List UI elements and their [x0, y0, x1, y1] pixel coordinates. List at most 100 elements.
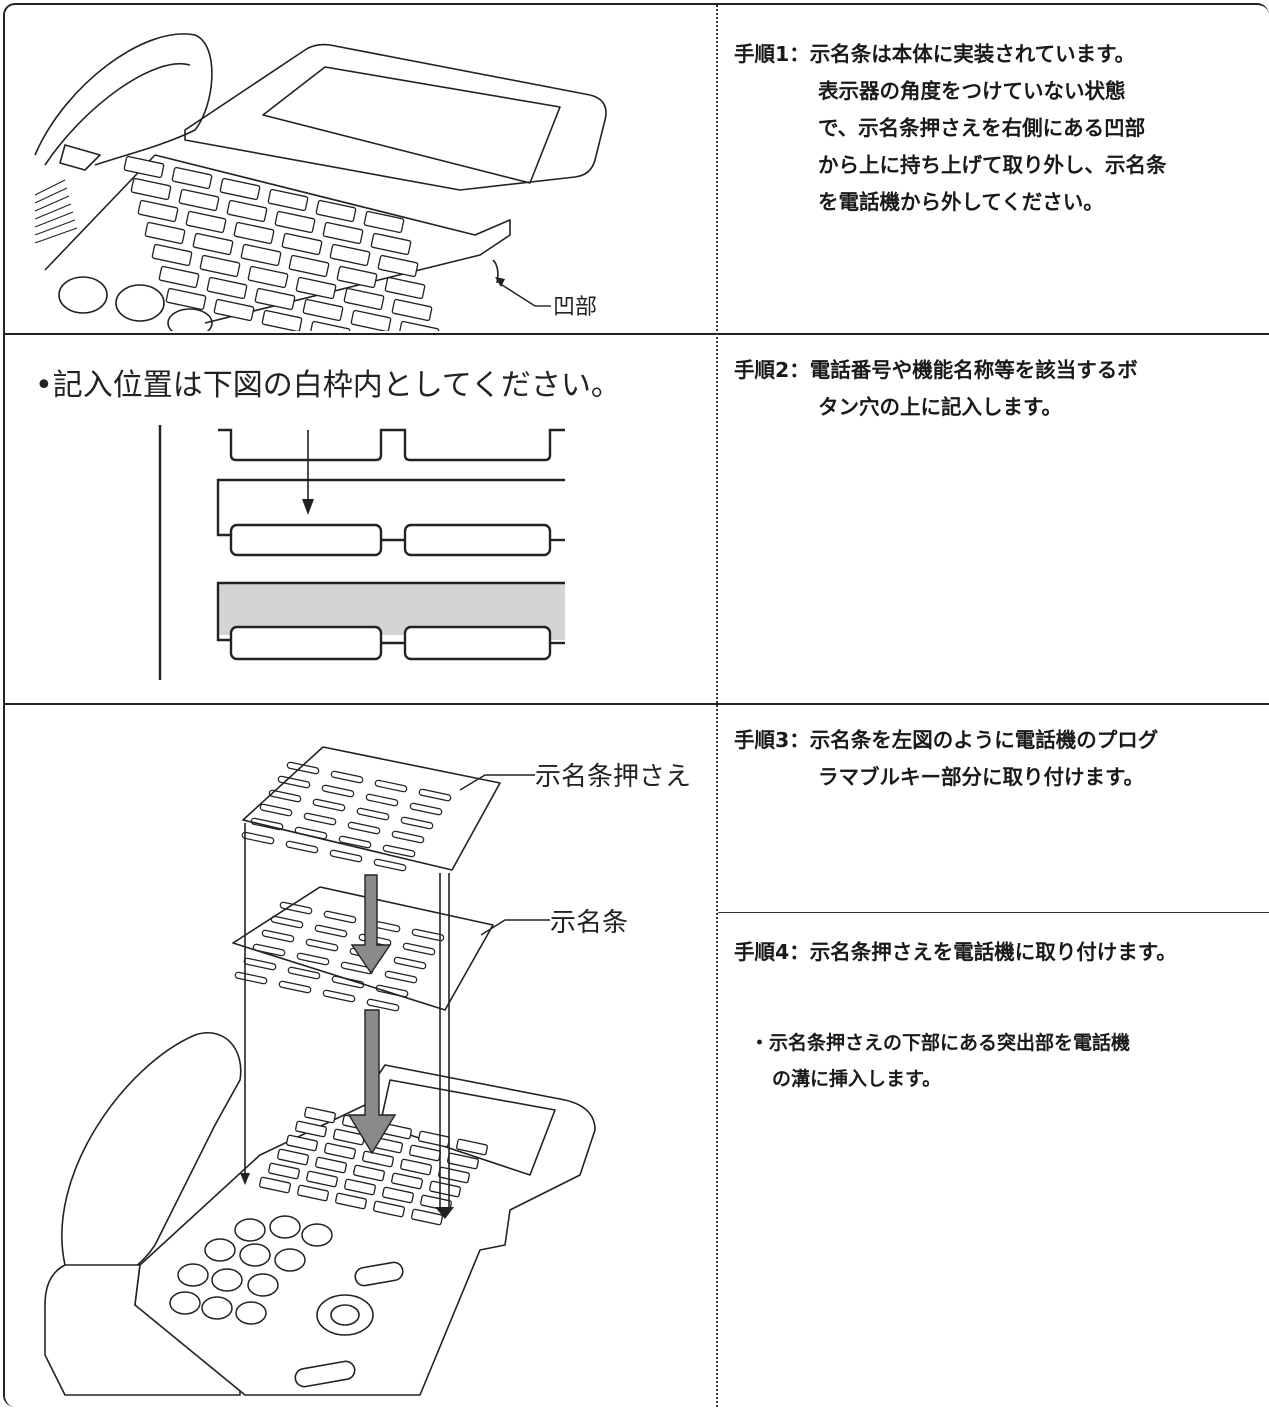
- programmable-key: [151, 243, 193, 267]
- programmable-key: [123, 155, 165, 179]
- notch-callout: 凹部: [553, 295, 597, 320]
- phone-programmable-key: [362, 1150, 394, 1168]
- strip-slot: [270, 915, 304, 929]
- cover-slot: [400, 816, 434, 830]
- strip-callout: 示名条: [550, 908, 628, 938]
- programmable-key: [144, 221, 186, 245]
- programmable-key: [254, 287, 296, 311]
- dial-key: [269, 1215, 301, 1239]
- phone-programmable-key: [297, 1184, 329, 1202]
- phone-programmable-key: [315, 1156, 347, 1174]
- dial-key: [239, 1243, 271, 1267]
- phone-programmable-key: [306, 1170, 338, 1188]
- cover-slot: [409, 802, 443, 816]
- dial-key: [177, 1263, 209, 1287]
- programmable-key: [336, 265, 378, 289]
- strip-slot: [323, 910, 357, 924]
- programmable-key: [165, 287, 207, 311]
- programmable-key: [281, 232, 323, 256]
- programmable-key: [309, 320, 351, 331]
- step-4-text: 手順4：示名条押さえを電話機に取り付けます。: [734, 940, 1177, 964]
- cover-slot: [303, 812, 337, 826]
- programmable-key: [267, 188, 309, 212]
- programmable-key: [213, 298, 255, 322]
- cover-slot: [374, 779, 408, 793]
- phone-programmable-key: [382, 1186, 414, 1204]
- programmable-key: [226, 199, 268, 223]
- programmable-key: [137, 199, 179, 223]
- programmable-key: [206, 276, 248, 300]
- strip-slot: [384, 970, 418, 984]
- phone-programmable-key: [304, 1106, 336, 1124]
- cover-slot: [241, 831, 275, 845]
- programmable-key: [363, 210, 405, 234]
- phone-programmable-key: [373, 1200, 405, 1218]
- strip-slot: [279, 901, 313, 915]
- programmable-key: [391, 298, 433, 322]
- step-1-text: 手順1：示名条は本体に実装されています。 表示器の角度をつけていない状態 で、示…: [734, 42, 1167, 214]
- phone-programmable-key: [286, 1134, 318, 1152]
- strip-slot: [234, 971, 268, 985]
- cover-slot: [347, 821, 381, 835]
- phone-programmable-key: [400, 1158, 432, 1176]
- phone-programmable-key: [420, 1194, 452, 1212]
- phone-programmable-key: [429, 1180, 461, 1198]
- cover-slot: [365, 793, 399, 807]
- cover-slot: [268, 789, 302, 803]
- programmable-key: [192, 232, 234, 256]
- programmable-key: [199, 254, 241, 278]
- programmable-key: [295, 276, 337, 300]
- phone-programmable-key: [411, 1208, 443, 1226]
- cover-slot: [391, 830, 425, 844]
- programmable-key: [288, 254, 330, 278]
- programmable-key: [384, 276, 426, 300]
- dial-key: [274, 1248, 306, 1272]
- row-divider-2: [3, 703, 1269, 705]
- programmable-key: [130, 177, 172, 201]
- programmable-key: [261, 309, 303, 331]
- strip-slot: [331, 975, 365, 989]
- cover-slot: [356, 807, 390, 821]
- step-3-text: 手順3：示名条を左図のように電話機のプログ ラマブルキー部分に取り付けます。: [734, 728, 1159, 789]
- programmable-key: [158, 265, 200, 289]
- phone-programmable-key: [268, 1162, 300, 1180]
- cover-slot: [418, 788, 452, 802]
- cover-callout: 示名条押さえ: [535, 762, 691, 792]
- programmable-key: [322, 221, 364, 245]
- dial-key: [169, 1291, 201, 1315]
- dial-key: [204, 1238, 236, 1262]
- programmable-key: [343, 287, 385, 311]
- strip-slot: [411, 928, 445, 942]
- strip-slot: [375, 984, 409, 998]
- dial-key: [235, 1301, 267, 1325]
- cover-slot: [294, 826, 328, 840]
- programmable-key: [350, 309, 392, 331]
- cover-slot: [285, 840, 319, 854]
- writing-area-caption: •記入位置は下図の白枠内としてください。: [35, 368, 621, 403]
- figure-3-assembly-illustration: 示名条押さえ 示名条: [44, 746, 691, 1396]
- strip-slot: [393, 956, 427, 970]
- programmable-key: [233, 221, 275, 245]
- dial-key: [247, 1273, 279, 1297]
- strip-slot: [261, 929, 295, 943]
- programmable-key: [377, 254, 419, 278]
- cover-slot: [286, 761, 320, 775]
- dial-key: [301, 1223, 333, 1247]
- phone-programmable-key: [277, 1148, 309, 1166]
- dial-key: [201, 1296, 233, 1320]
- strip-slot: [287, 966, 321, 980]
- cover-slot: [373, 858, 407, 872]
- strip-slot: [296, 952, 330, 966]
- programmable-key: [329, 243, 371, 267]
- step3-step4-divider: [718, 912, 1269, 913]
- phone-programmable-key: [353, 1164, 385, 1182]
- programmable-key: [240, 243, 282, 267]
- programmable-key: [398, 320, 440, 331]
- phone-programmable-key: [344, 1178, 376, 1196]
- figure-2-writing-area-diagram: •記入位置は下図の白枠内としてください。: [35, 368, 621, 680]
- phone-programmable-key: [391, 1172, 423, 1190]
- column-divider: [716, 5, 718, 1407]
- figure-1-phone-illustration: 凹部: [34, 33, 607, 331]
- strip-slot: [366, 998, 400, 1012]
- programmable-key: [302, 298, 344, 322]
